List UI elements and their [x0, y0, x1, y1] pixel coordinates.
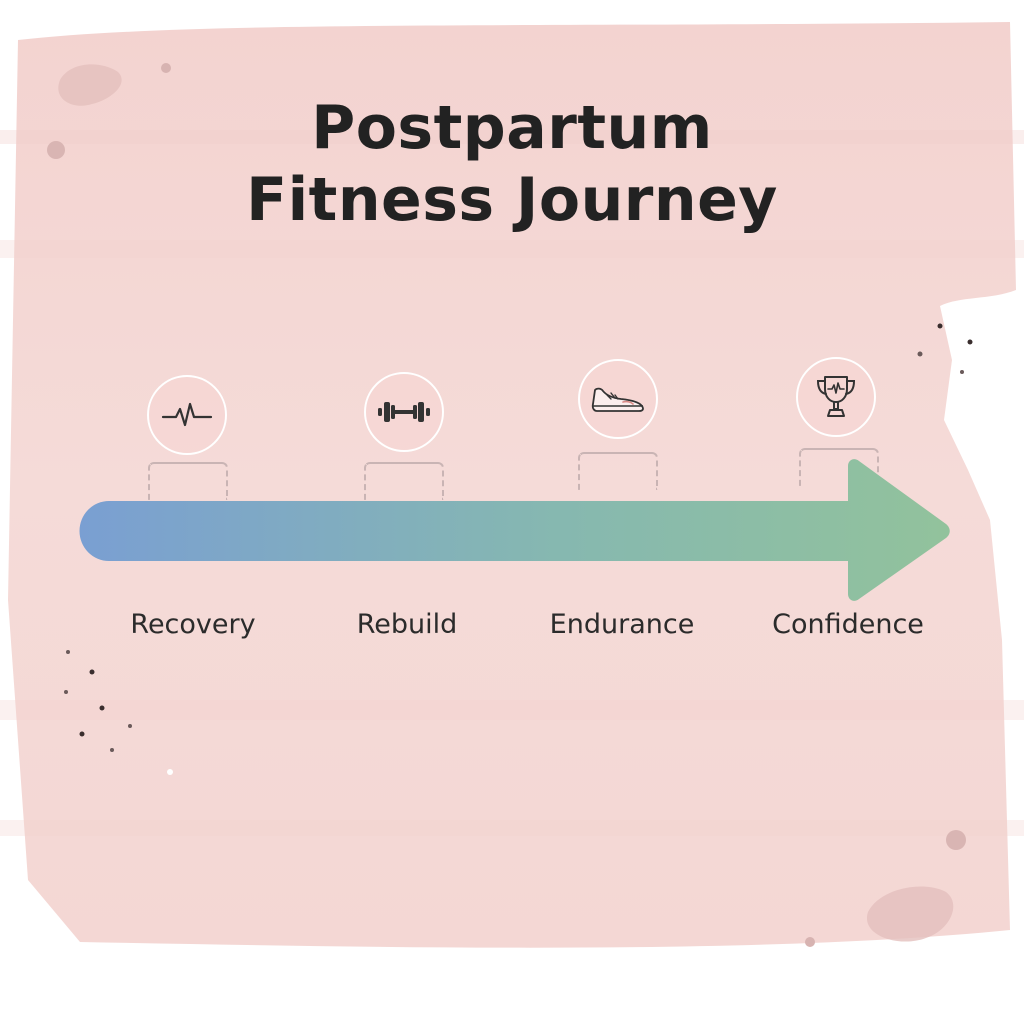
sneaker-icon: [591, 387, 644, 412]
stage-label-recovery: Recovery: [130, 609, 256, 640]
stage-label-confidence: Confidence: [772, 609, 924, 640]
decor-dot: [47, 141, 65, 159]
decor-dot: [946, 830, 966, 850]
pink-wash-shape: [8, 22, 1016, 948]
trophy-icon: [816, 376, 856, 417]
decor-blob-bottom-right: [866, 886, 954, 942]
decor-dot: [805, 937, 815, 947]
arrow-shape: [79, 459, 950, 601]
bracket-recovery: [148, 462, 228, 500]
bracket-rebuild: [364, 462, 444, 500]
stage-icon-rebuild: [364, 372, 444, 452]
stage-icon-confidence: [796, 357, 876, 437]
diagram-title: Postpartum Fitness Journey: [0, 92, 1024, 236]
stage-icon-recovery: [147, 375, 227, 455]
bracket-endurance: [578, 452, 658, 490]
bracket-confidence: [799, 448, 879, 486]
decor-dot: [161, 63, 171, 73]
stage-label-rebuild: Rebuild: [356, 609, 458, 640]
title-line-2: Fitness Journey: [246, 165, 778, 235]
title-line-1: Postpartum: [311, 93, 713, 163]
heartbeat-icon: [161, 402, 213, 427]
stage-label-endurance: Endurance: [549, 609, 695, 640]
dumbbell-icon: [378, 402, 430, 422]
decor-blob-top-left: [58, 64, 122, 106]
stage-icon-endurance: [578, 359, 658, 439]
